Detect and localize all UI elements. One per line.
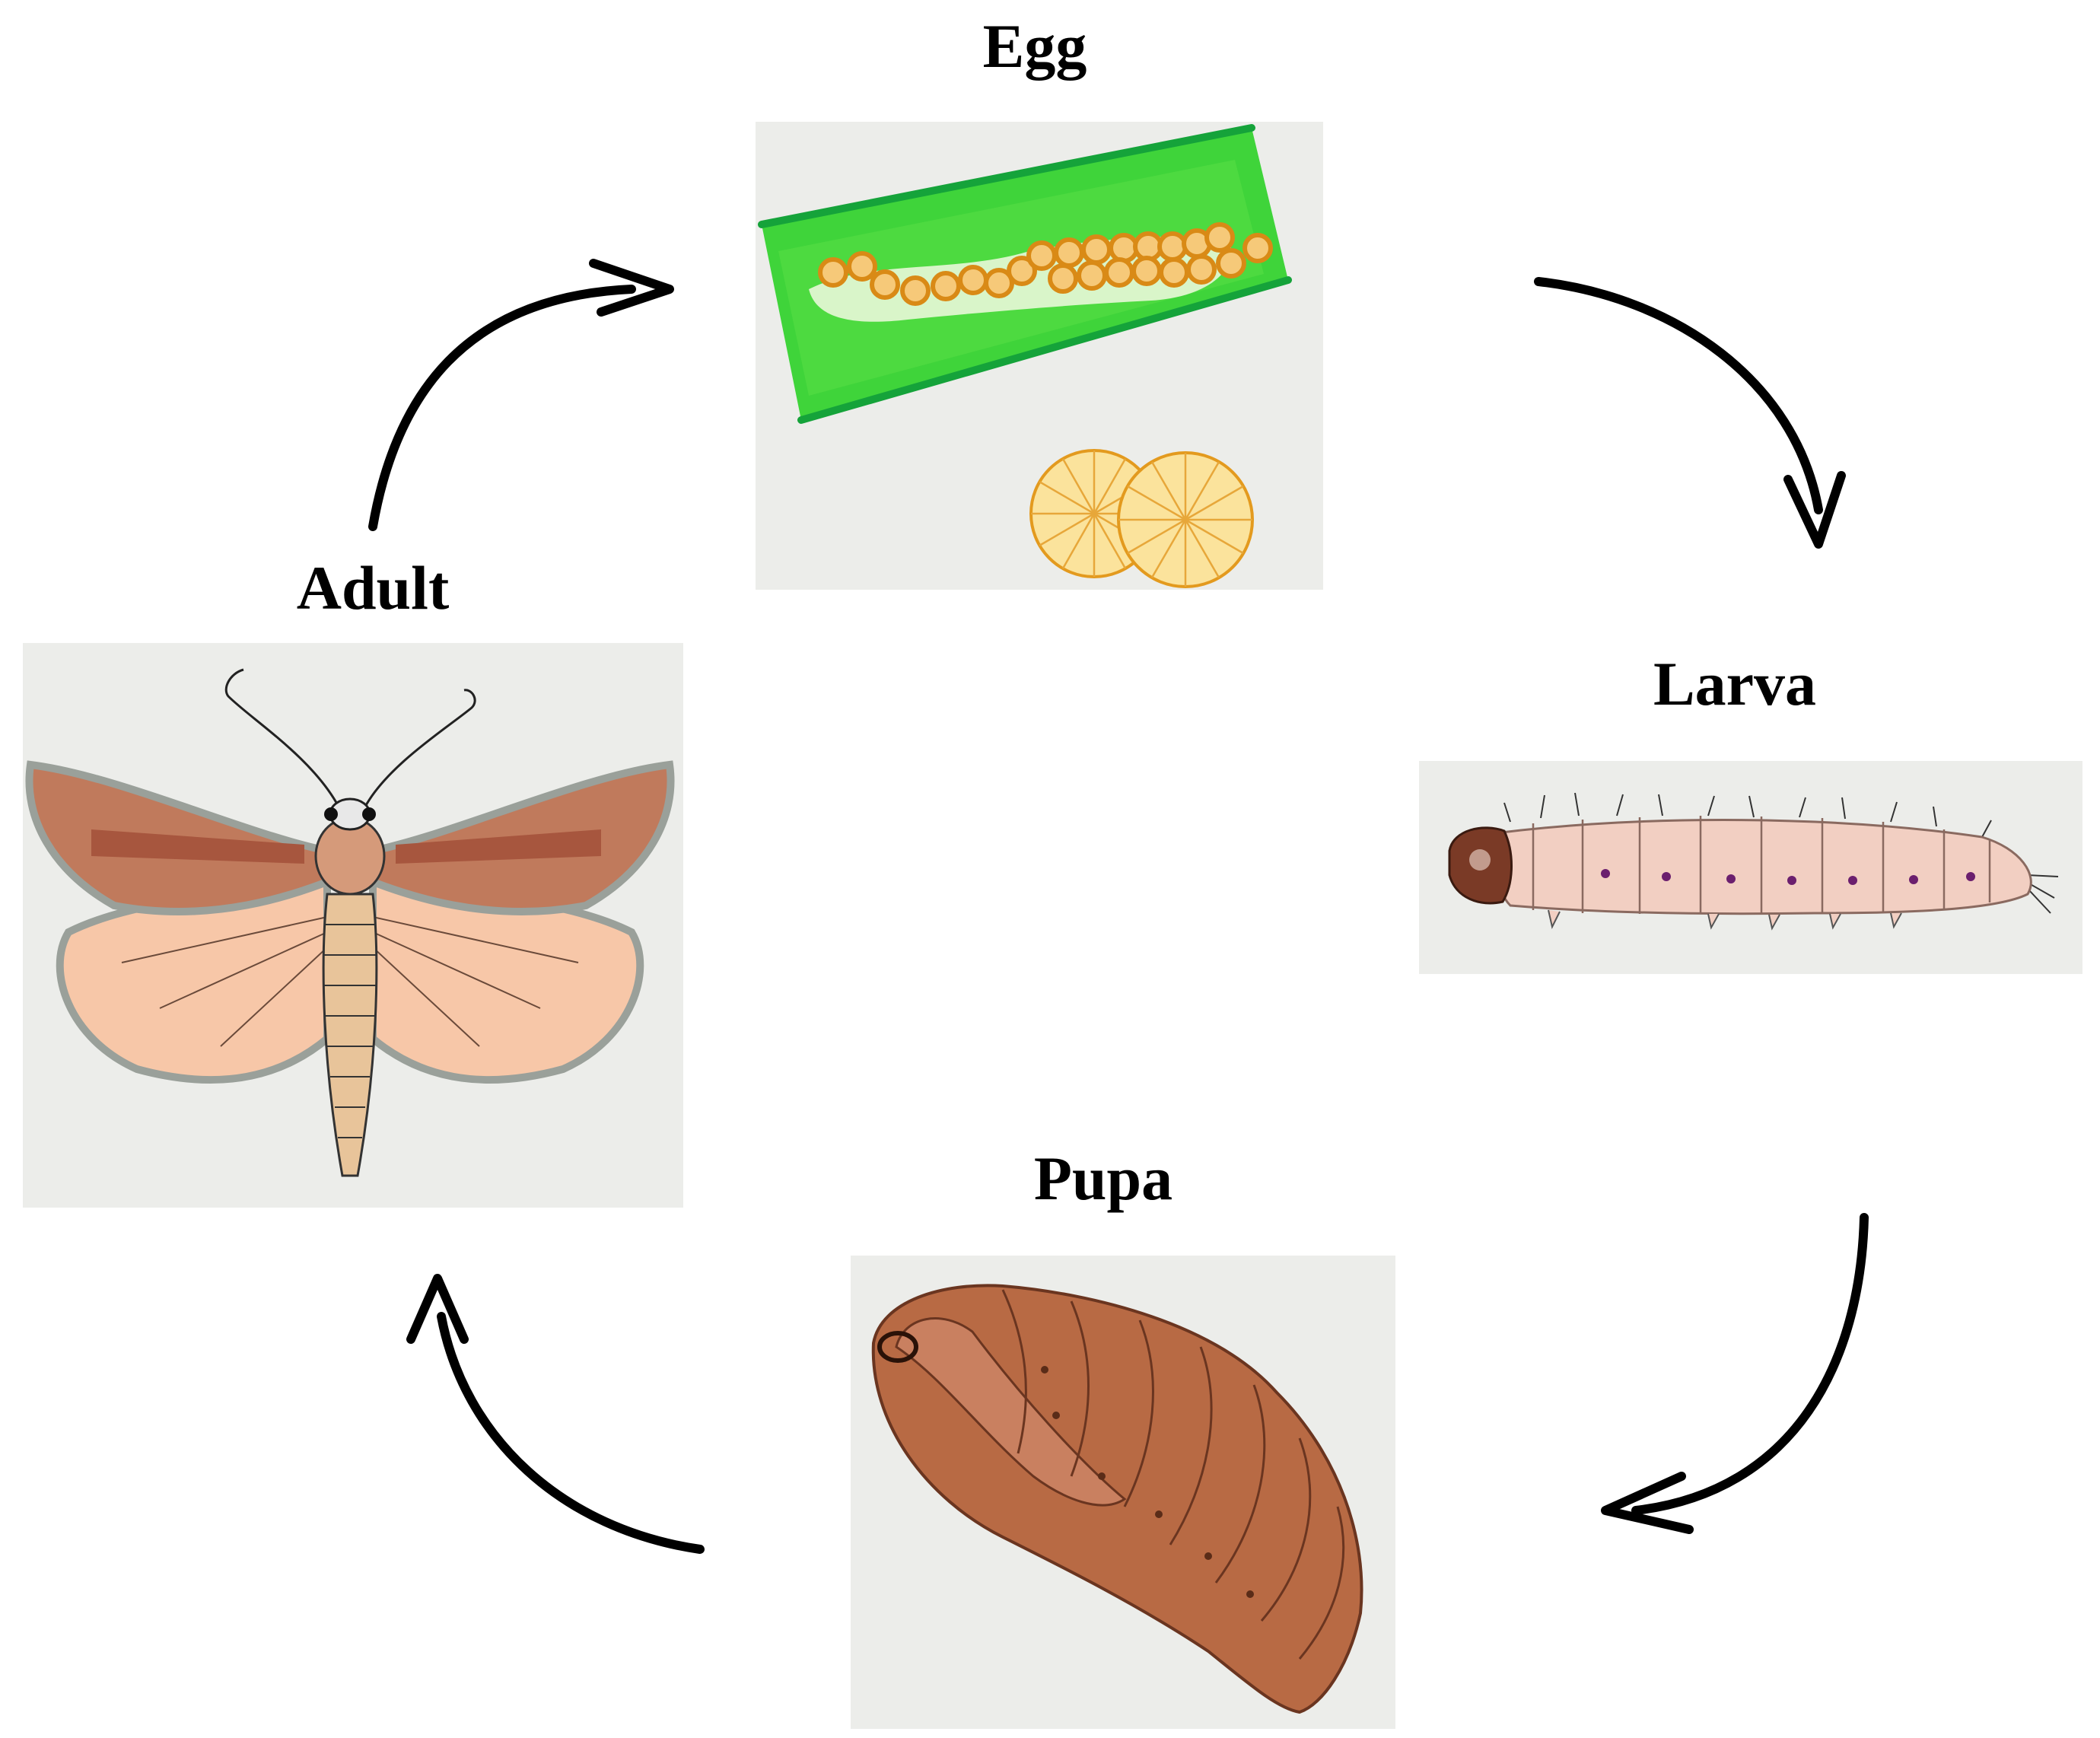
pupa-illustration <box>851 1256 1395 1729</box>
egg-mass <box>818 222 1273 306</box>
moth-abdomen-segments <box>324 924 376 1138</box>
arrow-adult-to-egg <box>368 259 674 531</box>
leaf-edge-bottom <box>797 276 1292 424</box>
moth-eye-left <box>324 807 338 821</box>
pupa-eye <box>877 1331 918 1363</box>
arrow-pupa-to-adult <box>406 1274 705 1554</box>
larva-spiracles <box>1601 869 1975 885</box>
egg-illustration <box>756 122 1323 590</box>
larva-head-highlight <box>1469 849 1491 871</box>
moth-forewing-band-right <box>396 829 601 864</box>
egg-detail-right <box>1117 451 1254 588</box>
moth-antennae <box>224 668 476 807</box>
adult-label: Adult <box>296 553 450 622</box>
moth-abdomen <box>322 893 378 1177</box>
larva-label: Larva <box>1653 649 1817 718</box>
larva-body <box>1492 819 2032 915</box>
larva-drawing <box>1448 792 2059 931</box>
egg-label: Egg <box>982 11 1087 81</box>
arrow-egg-to-larva <box>1534 277 1846 549</box>
pupa-spiracles <box>1041 1366 1254 1598</box>
pupa-segments <box>1001 1289 1345 1660</box>
larva-prolegs <box>1548 909 1902 931</box>
pupa-label: Pupa <box>1033 1144 1173 1213</box>
pupa-drawing <box>871 1284 1363 1714</box>
egg-drawing <box>758 124 1292 588</box>
arrow-larva-to-pupa <box>1601 1213 1869 1534</box>
moth-wing-veins <box>121 916 579 1047</box>
larva-illustration <box>1419 761 2082 974</box>
adult-moth-drawing <box>25 668 675 1177</box>
moth-forewing-band-left <box>91 829 304 864</box>
pupa-wing-case <box>895 1317 1127 1507</box>
leaf-edge-top <box>758 124 1255 228</box>
larva-setae <box>1503 792 2059 914</box>
adult-illustration <box>23 643 683 1208</box>
larva-segments <box>1532 816 1991 915</box>
moth-eye-right <box>362 807 376 821</box>
